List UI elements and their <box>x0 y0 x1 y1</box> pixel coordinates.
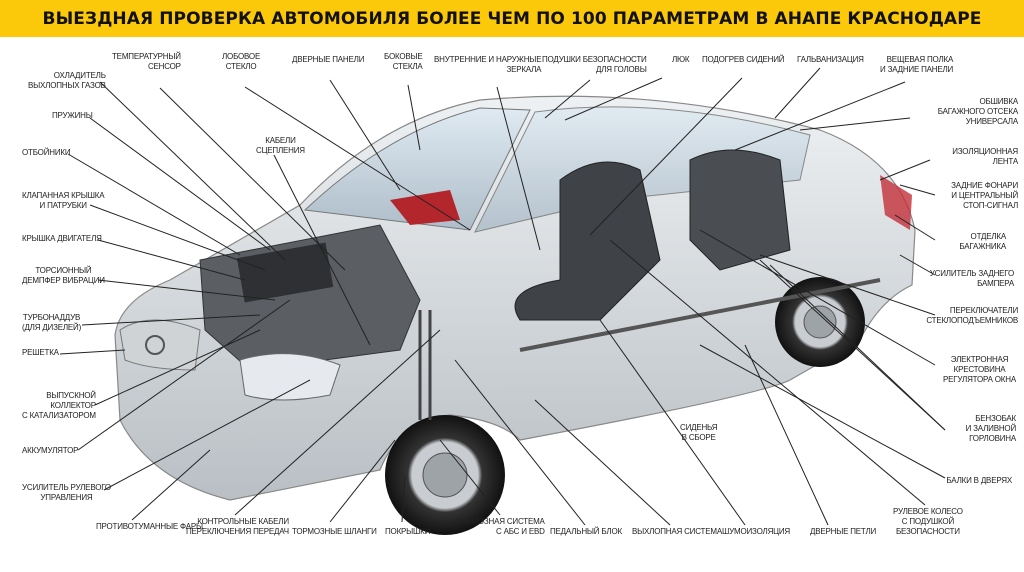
label-grille: РЕШЕТКА <box>22 348 59 357</box>
label-door-beams: БАЛКИ В ДВЕРЯХ <box>946 476 1012 485</box>
leader-lines <box>59 67 946 526</box>
windshield <box>303 107 531 231</box>
label-torsional-damper: ТОРСИОННЫЙ ДЕМПФЕР ВИБРАЦИИ <box>22 266 105 285</box>
label-power-steering: УСИЛИТЕЛЬ РУЛЕВОГО УПРАВЛЕНИЯ <box>22 483 111 502</box>
label-mirrors: ВНУТРЕННИЕ И НАРУЖНЫЕ ЗЕРКАЛА <box>434 55 542 74</box>
label-galvanization: ГАЛЬВАНИЗАЦИЯ <box>797 55 864 64</box>
label-window-switches: ПЕРЕКЛЮЧАТЕЛИ СТЕКЛОПОДЪЕМНИКОВ <box>926 306 1018 325</box>
side-windows <box>474 106 811 233</box>
label-trunk-trim: ОТДЕЛКА БАГАЖНИКА <box>959 232 1006 251</box>
label-tail-lights: ЗАДНИЕ ФОНАРИ И ЦЕНТРАЛЬНЫЙ СТОП-СИГНАЛ <box>951 181 1018 210</box>
label-egr-cooler: ОХЛАДИТЕЛЬ ВЫХЛОПНЫХ ГАЗОВ <box>28 71 106 90</box>
label-battery: АККУМУЛЯТОР <box>22 446 79 455</box>
label-seat-assembly: СИДЕНЬЯ В СБОРЕ <box>680 423 718 442</box>
label-door-hinges: ДВЕРНЫЕ ПЕТЛИ <box>810 527 877 536</box>
label-parcel-shelf: ВЕЩЕВАЯ ПОЛКА И ЗАДНИЕ ПАНЕЛИ <box>880 55 954 74</box>
label-window-regulator: ЭЛЕКТРОННАЯ КРЕСТОВИНА РЕГУЛЯТОРА ОКНА <box>943 355 1016 384</box>
label-insulation-tape: ИЗОЛЯЦИОННАЯ ЛЕНТА <box>952 147 1018 166</box>
label-tires: ПОКРЫШКИ <box>385 527 431 536</box>
label-side-windows: БОКОВЫЕ СТЕКЛА <box>384 52 423 71</box>
label-door-panels: ДВЕРНЫЕ ПАНЕЛИ <box>292 55 365 64</box>
label-sunroof: ЛЮК <box>672 55 690 64</box>
label-springs: ПРУЖИНЫ <box>52 111 93 120</box>
headlight <box>239 353 341 401</box>
label-temperature-sensor: ТЕМПЕРАТУРНЫЙ СЕНСОР <box>112 52 181 71</box>
label-exhaust-manifold: ВЫПУСКНОЙ КОЛЛЕКТОР С КАТАЛИЗАТОРОМ <box>22 391 96 420</box>
label-clutch-cables: КАБЕЛИ СЦЕПЛЕНИЯ <box>256 136 305 155</box>
label-sound-insulation: ШУМОИЗОЛЯЦИЯ <box>722 527 790 536</box>
label-fuel-tank: БЕНЗОБАК И ЗАЛИВНОЙ ГОРЛОВИНА <box>965 414 1017 443</box>
label-seat-heating: ПОДОГРЕВ СИДЕНИЙ <box>702 55 785 64</box>
page-title: ВЫЕЗДНАЯ ПРОВЕРКА АВТОМОБИЛЯ БОЛЕЕ ЧЕМ П… <box>42 8 982 29</box>
label-pedal-box: ПЕДАЛЬНЫЙ БЛОК <box>550 527 622 536</box>
label-engine-cover: КРЫШКА ДВИГАТЕЛЯ <box>22 234 102 243</box>
label-trunk-lining: ОБШИВКА БАГАЖНОГО ОТСЕКА УНИВЕРСАЛА <box>937 97 1018 126</box>
label-fog-lights: ПРОТИВОТУМАННЫЕ ФАРЫ <box>96 522 203 531</box>
label-head-airbags: ПОДУШКИ БЕЗОПАСНОСТИ ДЛЯ ГОЛОВЫ <box>542 55 647 74</box>
label-steering-wheel: РУЛЕВОЕ КОЛЕСО С ПОДУШКОЙ БЕЗОПАСНОСТИ <box>893 507 963 536</box>
label-bump-stops: ОТБОЙНИКИ <box>22 148 71 157</box>
tail-light <box>880 175 912 230</box>
label-turbocharger: ТУРБОНАДДУВ (ДЛЯ ДИЗЕЛЕЙ) <box>22 313 82 332</box>
label-valve-cover: КЛАПАННАЯ КРЫШКА И ПАТРУБКИ <box>22 191 105 210</box>
label-gear-cables: КОНТРОЛЬНЫЕ КАБЕЛИ ПЕРЕКЛЮЧЕНИЯ ПЕРЕДАЧ <box>186 517 289 536</box>
label-exhaust-system: ВЫХЛОПНАЯ СИСТЕМА <box>632 527 722 536</box>
rear-seat <box>689 149 791 271</box>
label-brake-hoses: ТОРМОЗНЫЕ ШЛАНГИ <box>292 527 377 536</box>
label-brake-system: ТОРМОЗНАЯ СИСТЕМА С АБС И EBD <box>456 517 545 536</box>
title-banner: ВЫЕЗДНАЯ ПРОВЕРКА АВТОМОБИЛЯ БОЛЕЕ ЧЕМ П… <box>0 0 1024 37</box>
car-cutaway-illustration <box>59 67 946 535</box>
label-rear-bumper-reinforcement: УСИЛИТЕЛЬ ЗАДНЕГО БАМПЕРА <box>929 269 1014 288</box>
label-windshield: ЛОБОВОЕ СТЕКЛО <box>222 52 261 71</box>
